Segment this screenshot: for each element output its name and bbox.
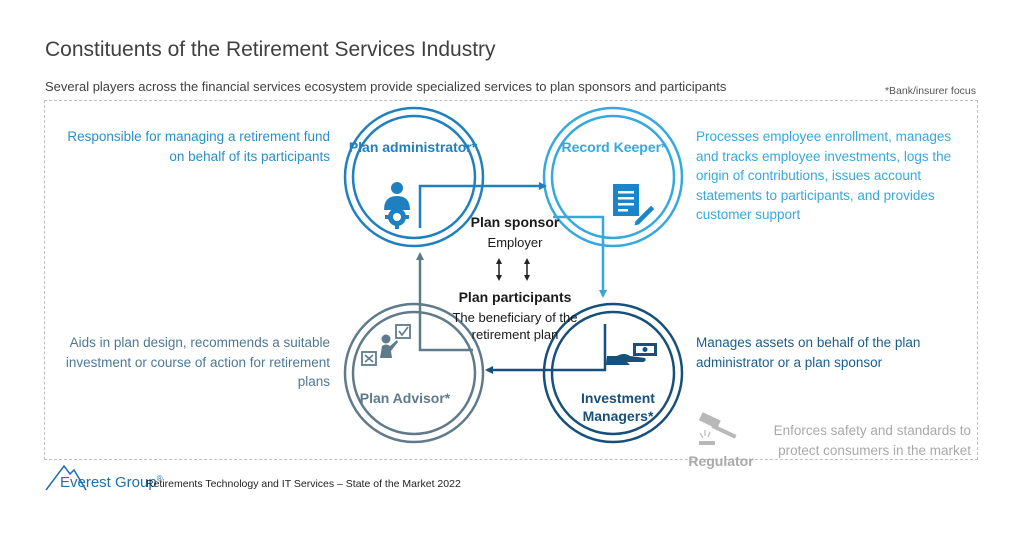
everest-logo-icon	[45, 464, 87, 491]
plan-advisor-description: Aids in plan design, recommends a suitab…	[65, 335, 330, 389]
plan-sponsor-title: Plan sponsor	[470, 214, 560, 230]
sponsor-participant-arrows	[496, 258, 530, 281]
logo-registered-mark: ®	[156, 474, 163, 483]
everest-logo-text: Everest Group®	[60, 474, 163, 491]
person-gear-icon	[384, 182, 410, 229]
investment-managers-description: Manages assets on behalf of the plan adm…	[696, 335, 921, 370]
plan-advisor-label: Plan Advisor*	[359, 390, 451, 406]
diagram-frame	[44, 100, 978, 460]
record-keeper-label: Record Keeper*	[561, 139, 667, 155]
page-subtitle: Several players across the financial ser…	[45, 79, 727, 94]
regulator-label: Regulator	[688, 453, 754, 469]
plan-administrator-label: Plan administrator*	[348, 139, 478, 155]
footer-source: Retirements Technology and IT Services –…	[146, 478, 461, 490]
im-to-advisor-arrow	[485, 324, 607, 374]
plan-advisor-node	[343, 302, 485, 444]
plan-participants-subtitle: The beneficiary of the retirement plan	[452, 310, 578, 342]
gavel-icon	[698, 412, 737, 445]
plan-administrator-node	[343, 106, 485, 248]
plan-sponsor-subtitle: Employer	[487, 235, 543, 250]
plan-administrator-description: Responsible for managing a retirement fu…	[67, 129, 330, 164]
page-title: Constituents of the Retirement Services …	[45, 38, 496, 61]
investment-managers-label: Investment Managers*	[581, 390, 655, 424]
regulator-description: Enforces safety and standards to protect…	[773, 423, 971, 458]
recordkeeper-to-im-arrow	[553, 215, 607, 298]
advisor-to-admin-arrow	[416, 252, 473, 352]
document-pen-icon	[613, 184, 656, 227]
record-keeper-node	[542, 106, 684, 248]
record-keeper-description: Processes employee enrollment, manages a…	[696, 129, 952, 222]
investment-managers-node	[542, 302, 684, 444]
admin-to-recordkeeper-arrow	[418, 182, 547, 228]
logo-name: Everest Group	[60, 474, 157, 491]
hand-money-icon	[606, 343, 657, 365]
focus-note: *Bank/insurer focus	[884, 85, 976, 97]
advisor-checklist-icon	[361, 324, 411, 366]
plan-participants-title: Plan participants	[458, 289, 572, 305]
